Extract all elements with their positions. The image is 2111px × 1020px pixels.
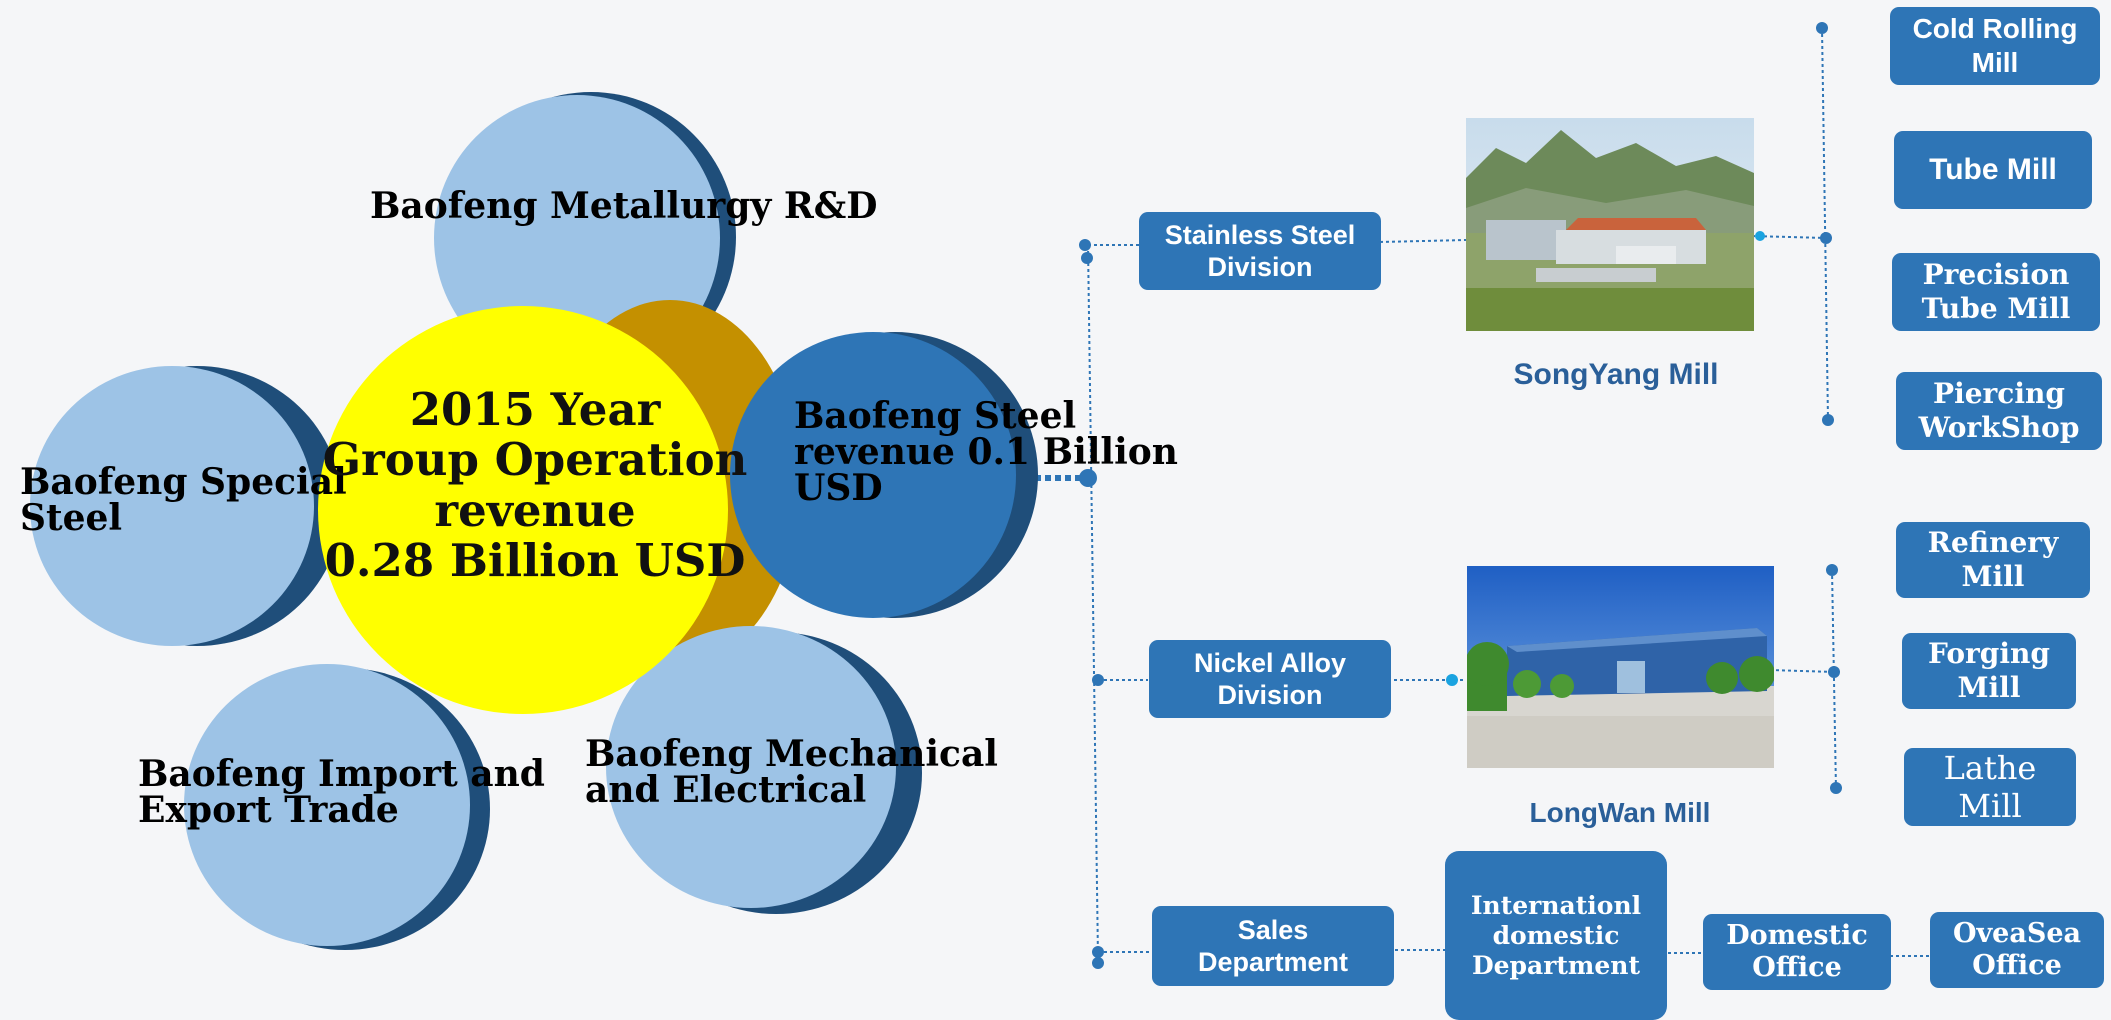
special-steel-label: Baofeng Special Steel xyxy=(20,464,347,536)
refinery-line-1: Refinery xyxy=(1927,526,2059,560)
tube-mill-box: Tube Mill xyxy=(1894,131,2092,209)
piercing-workshop-box: Piercing WorkShop xyxy=(1896,372,2102,450)
nickel-line-2: Division xyxy=(1217,680,1323,710)
stainless-line-1: Stainless Steel xyxy=(1164,219,1356,250)
steel-line-1: Baofeng Steel xyxy=(794,395,1077,437)
domestic-office-box: Domestic Office xyxy=(1703,914,1891,990)
steel-line-2: revenue 0.1 Billion xyxy=(794,431,1178,473)
sales-line-1: Sales xyxy=(1237,914,1309,945)
special-circle xyxy=(30,366,314,646)
center-line-1: 2015 Year xyxy=(409,383,661,436)
special-line-2: Steel xyxy=(20,497,123,539)
lathe-line-1: Lathe xyxy=(1943,748,2037,787)
songyang-mill-photo xyxy=(1466,118,1754,331)
mech-label: Baofeng Mechanical and Electrical xyxy=(585,736,998,808)
songyang-mill-label: SongYang Mill xyxy=(1513,358,1719,391)
forging-line-1: Forging xyxy=(1928,637,2050,671)
sales-department-box: Sales Department xyxy=(1152,906,1394,986)
trade-circle xyxy=(184,664,470,946)
piercing-line-1: Piercing xyxy=(1933,377,2065,411)
intl-line-3: Department xyxy=(1471,950,1641,980)
special-line-1: Baofeng Special xyxy=(20,461,347,503)
domestic-line-1: Domestic xyxy=(1726,919,1868,951)
refinery-mill-box: Refinery Mill xyxy=(1896,522,2090,598)
trade-line-2: Export Trade xyxy=(138,789,399,831)
stainless-steel-division-box: Stainless Steel Division xyxy=(1139,212,1381,290)
forging-mill-box: Forging Mill xyxy=(1902,633,2076,709)
precision-tube-mill-box: Precision Tube Mill xyxy=(1892,253,2100,331)
lathe-mill-box: Lathe Mill xyxy=(1904,748,2076,826)
lathe-line-2: Mill xyxy=(1958,787,2022,825)
overseas-line-2: Office xyxy=(1972,950,2062,981)
mech-circle xyxy=(606,626,896,908)
mech-line-1: Baofeng Mechanical xyxy=(585,733,998,775)
trade-label: Baofeng Import and Export Trade xyxy=(138,756,545,828)
group-revenue-text: 2015 Year Group Operation revenue 0.28 B… xyxy=(315,383,755,588)
domestic-line-2: Office xyxy=(1752,952,1842,983)
center-line-2: Group Operation xyxy=(322,433,748,487)
cold-rolling-mill-box: Cold Rolling Mill xyxy=(1890,7,2100,85)
center-line-3: revenue xyxy=(434,483,636,537)
tube-mill-text: Tube Mill xyxy=(1929,153,2057,186)
rnd-label: Baofeng Metallurgy R&D xyxy=(370,185,878,227)
center-line-4: 0.28 Billion USD xyxy=(324,534,746,588)
longwan-mill-label: LongWan Mill xyxy=(1529,797,1711,828)
longwan-mill-photo xyxy=(1467,566,1774,768)
trade-line-1: Baofeng Import and xyxy=(138,753,545,795)
cold-rolling-line-1: Cold Rolling xyxy=(1912,13,2078,45)
steel-line-3: USD xyxy=(794,467,883,509)
intl-line-1: Internationl xyxy=(1470,890,1642,920)
intl-line-2: domestic xyxy=(1492,920,1620,950)
piercing-line-2: WorkShop xyxy=(1918,411,2080,444)
cold-rolling-line-2: Mill xyxy=(1971,47,2019,78)
refinery-line-2: Mill xyxy=(1961,560,2025,593)
steel-circle xyxy=(730,332,1016,618)
sales-line-2: Department xyxy=(1197,947,1349,977)
forging-line-2: Mill xyxy=(1957,671,2021,704)
international-domestic-department-box: Internationl domestic Department xyxy=(1445,851,1667,1020)
nickel-line-1: Nickel Alloy xyxy=(1193,647,1347,678)
overseas-office-box: OveaSea Office xyxy=(1930,912,2104,988)
precision-line-1: Precision xyxy=(1922,258,2070,292)
overseas-line-1: OveaSea xyxy=(1952,917,2082,949)
precision-line-2: Tube Mill xyxy=(1921,292,2071,325)
center-circle xyxy=(318,306,728,714)
nickel-alloy-division-box: Nickel Alloy Division xyxy=(1149,640,1391,718)
steel-label: Baofeng Steel revenue 0.1 Billion USD xyxy=(794,398,1178,506)
mech-line-2: and Electrical xyxy=(585,769,867,811)
stainless-line-2: Division xyxy=(1207,252,1313,282)
